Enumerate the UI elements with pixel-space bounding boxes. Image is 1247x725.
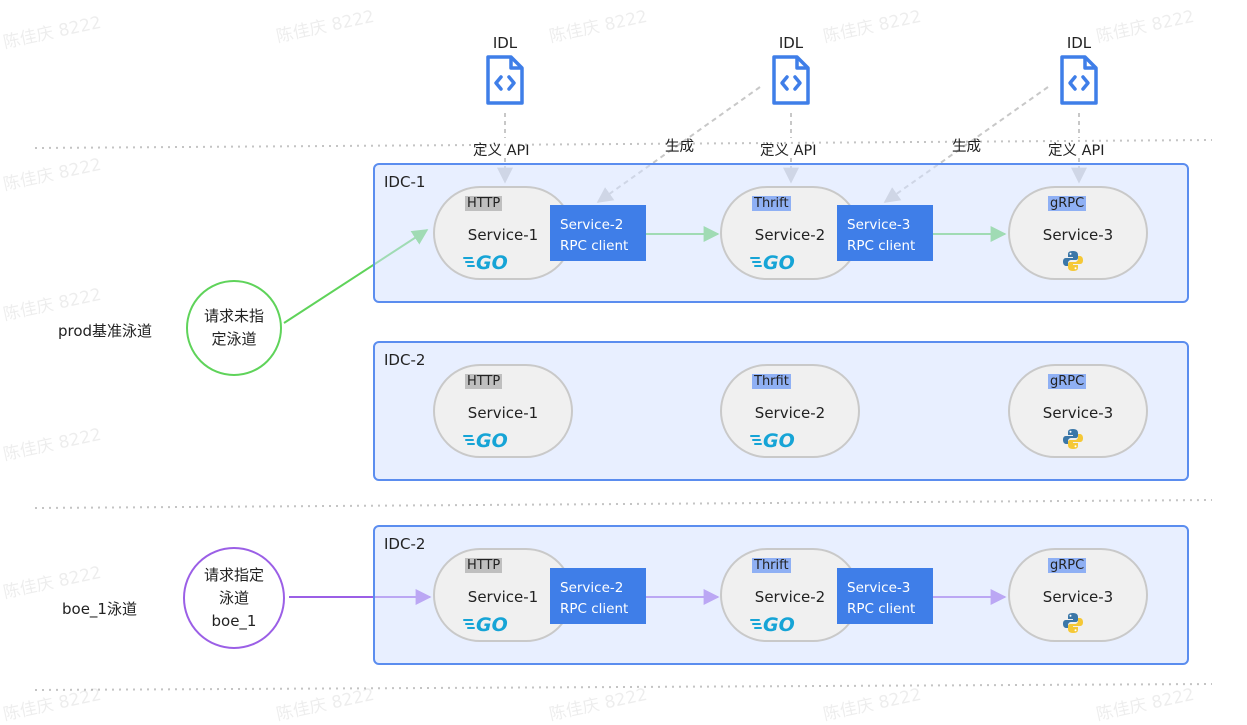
define-api-label: 定义 API	[473, 143, 530, 159]
service-name: Service-2	[754, 588, 826, 606]
service-name: Service-2	[754, 404, 826, 422]
lane-separator	[34, 683, 1213, 691]
service-3-node: gRPC Service-3	[1008, 186, 1148, 280]
generate-label: 生成	[665, 139, 694, 155]
idc-label: IDC-1	[384, 173, 426, 191]
svg-text:GO: GO	[476, 430, 508, 450]
request-line: 定泳道	[211, 330, 257, 348]
go-logo: GO	[463, 430, 508, 450]
request-line: boe_1	[211, 611, 257, 630]
protocol-badge: Thrift	[752, 196, 791, 211]
svg-text:GO: GO	[763, 614, 795, 634]
code-file-icon	[1060, 55, 1098, 105]
client-line: Service-2	[560, 580, 624, 596]
service-3-rpc-client: Service-3 RPC client	[837, 568, 933, 624]
python-logo	[1063, 251, 1083, 271]
idl-2: IDL	[761, 34, 821, 105]
request-line: 请求指定	[203, 565, 264, 584]
idc-label: IDC-2	[384, 351, 426, 369]
service-2-node: Thrift Service-2 GO	[720, 186, 860, 280]
service-name: Service-1	[467, 226, 539, 244]
python-logo	[1063, 613, 1083, 633]
client-line: Service-2	[560, 217, 624, 233]
service-2-rpc-client: Service-2 RPC client	[550, 205, 646, 261]
service-name: Service-1	[467, 588, 539, 606]
protocol-badge: Thrift	[752, 558, 791, 573]
svg-text:GO: GO	[763, 430, 795, 450]
code-file-icon	[772, 55, 810, 105]
idl-1: IDL	[475, 34, 535, 105]
lane-separator	[34, 499, 1213, 509]
idl-label: IDL	[1066, 34, 1092, 52]
idl-label: IDL	[492, 34, 518, 52]
go-logo: GO	[463, 614, 508, 634]
svg-text:GO: GO	[763, 252, 795, 272]
service-name: Service-3	[1042, 404, 1114, 422]
protocol-badge: gRPC	[1048, 196, 1087, 211]
service-2-node: Thrift Service-2 GO	[720, 548, 860, 642]
svg-text:GO: GO	[476, 614, 508, 634]
service-2-node: Thrfit Service-2 GO	[720, 364, 860, 458]
protocol-badge: Thrfit	[752, 374, 791, 389]
client-line: Service-3	[847, 217, 911, 233]
service-name: Service-3	[1042, 226, 1114, 244]
request-unspecified-lane: 请求未指 定泳道	[186, 280, 282, 376]
service-1-node: HTTP Service-1 GO	[433, 186, 573, 280]
client-line: RPC client	[847, 238, 916, 254]
lane-label-prod: prod基准泳道	[58, 322, 153, 340]
service-1-node: HTTP Service-1 GO	[433, 364, 573, 458]
protocol-badge: HTTP	[465, 196, 503, 211]
service-3-rpc-client: Service-3 RPC client	[837, 205, 933, 261]
protocol-badge: HTTP	[465, 374, 503, 389]
service-1-node: HTTP Service-1 GO	[433, 548, 573, 642]
lane-label-boe: boe_1泳道	[62, 600, 137, 618]
define-api-label: 定义 API	[1048, 143, 1105, 159]
request-specified-lane: 请求指定 泳道 boe_1	[183, 547, 285, 649]
client-line: Service-3	[847, 580, 911, 596]
define-api-label: 定义 API	[760, 143, 817, 159]
generate-label: 生成	[952, 139, 981, 155]
protocol-badge: gRPC	[1048, 374, 1087, 389]
request-line: 请求未指	[203, 307, 264, 325]
client-line: RPC client	[847, 601, 916, 617]
service-name: Service-1	[467, 404, 539, 422]
request-line: 泳道	[218, 588, 249, 607]
go-logo: GO	[750, 430, 795, 450]
idc-label: IDC-2	[384, 535, 426, 553]
protocol-badge: gRPC	[1048, 558, 1087, 573]
lane-separator	[34, 139, 1213, 149]
idl-label: IDL	[778, 34, 804, 52]
service-2-rpc-client: Service-2 RPC client	[550, 568, 646, 624]
client-line: RPC client	[560, 238, 629, 254]
protocol-badge: HTTP	[465, 558, 503, 573]
svg-text:GO: GO	[476, 252, 508, 272]
code-file-icon	[486, 55, 524, 105]
idl-3: IDL	[1049, 34, 1109, 105]
python-logo	[1063, 429, 1083, 449]
service-3-node: gRPC Service-3	[1008, 364, 1148, 458]
service-name: Service-2	[754, 226, 826, 244]
client-line: RPC client	[560, 601, 629, 617]
service-3-node: gRPC Service-3	[1008, 548, 1148, 642]
service-name: Service-3	[1042, 588, 1114, 606]
go-logo: GO	[750, 252, 795, 272]
go-logo: GO	[463, 252, 508, 272]
go-logo: GO	[750, 614, 795, 634]
